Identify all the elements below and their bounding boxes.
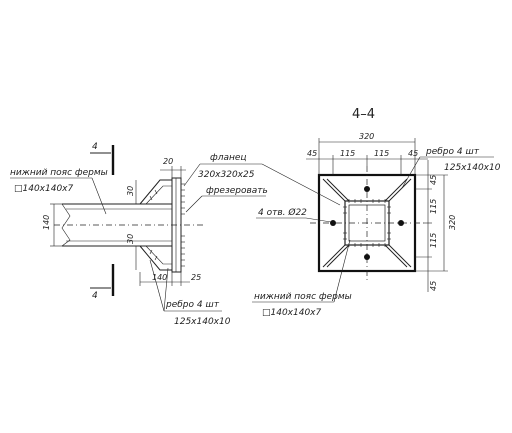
holes-label: 4 отв. Ø22 [258,207,307,218]
side-view: 4 4 [10,142,268,327]
section-chord-label: нижний пояс фермы [254,292,352,302]
rib-weld-marks [149,189,158,261]
flange-label: фланец [210,153,247,163]
rib-label: ребро 4 шт [165,300,220,310]
flange-size: 320х320х25 [198,170,255,180]
rib-leader-2 [163,267,169,312]
dim-v-115-b: 115 [429,233,438,248]
chord-label: нижний пояс фермы [10,168,108,178]
cut-label-bottom: 4 [92,291,98,301]
holes-leader [305,217,332,223]
cut-label-top: 4 [92,142,98,152]
dim-25: 25 [191,273,201,282]
dim-v-45-top: 45 [429,175,438,185]
bolt-hole-bottom [364,254,370,260]
rib-bottom-inner [145,245,172,265]
section-title: 4–4 [352,107,375,122]
section-rib-leader [401,156,421,189]
section-chord-leader [333,239,351,303]
bolt-hole-right [398,220,404,226]
flange-leader [183,163,201,187]
dim-width-total: 320 [359,132,374,141]
mill-label: фрезеровать [206,186,268,196]
rib-leader-1 [149,259,165,312]
dim-30-bottom: 30 [126,234,135,244]
section-weld-marks [343,199,391,247]
dim-seg-45-left: 45 [307,149,317,158]
dim-v-45-bottom: 45 [429,281,438,291]
dim-20: 20 [163,157,173,166]
dim-140-horiz: 140 [152,273,167,282]
flange-leader-section [261,163,341,206]
chord-leader [91,177,107,215]
bolt-hole-left [330,220,336,226]
dim-140-vert: 140 [42,215,51,230]
section-rib-label: ребро 4 шт [425,147,480,157]
section-rib-size: 125х140х10 [444,163,501,173]
rib-top [139,179,172,205]
flange-weld-marks [181,183,185,267]
section-chord-profile: □140х140х7 [262,308,322,318]
rib-size: 125х140х10 [174,317,231,327]
dim-seg-115-b: 115 [374,149,389,158]
dim-height-total: 320 [448,215,457,230]
flange-plate [171,177,182,273]
dim-30-top: 30 [126,186,135,196]
chord-profile: □140х140х7 [14,184,74,194]
chord-break-line [61,203,71,247]
mill-leader [185,195,203,213]
section-ribs [322,178,412,268]
bolt-hole-top [364,186,370,192]
section-view: 4–4 [252,107,501,318]
dim-seg-115-a: 115 [340,149,355,158]
dim-seg-45-right: 45 [408,149,418,158]
rib-top-inner [145,185,172,205]
dim-v-115-a: 115 [429,199,438,214]
